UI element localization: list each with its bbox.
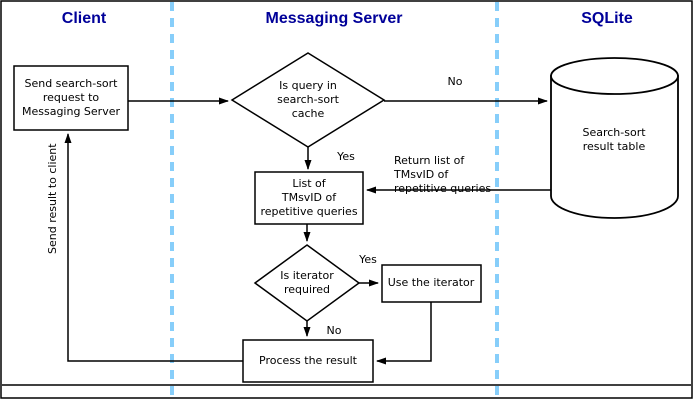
edge-label-no-iterator: No xyxy=(326,324,342,337)
lane-title-sqlite: SQLite xyxy=(581,10,633,27)
lane-title-messaging-server: Messaging Server xyxy=(265,10,403,27)
lane-title-client: Client xyxy=(61,10,107,27)
node-list-of-tmsvid xyxy=(254,171,364,225)
node-use-the-iterator xyxy=(381,264,482,303)
edge-label-return-list: Return list of TMsvID of repetitive quer… xyxy=(394,154,492,195)
node-search-sort-result-table xyxy=(550,57,679,219)
edge-label-no-cache: No xyxy=(447,75,463,88)
edge-label-yes-cache: Yes xyxy=(337,150,355,163)
edge-label-yes-iterator: Yes xyxy=(359,253,377,266)
node-process-the-result xyxy=(242,339,374,383)
edge-label-send-result-to-client: Send result to client xyxy=(46,143,59,254)
node-send-request xyxy=(13,65,129,131)
edge-process-to-client xyxy=(64,133,243,362)
edge-iterator-to-process xyxy=(376,302,432,365)
